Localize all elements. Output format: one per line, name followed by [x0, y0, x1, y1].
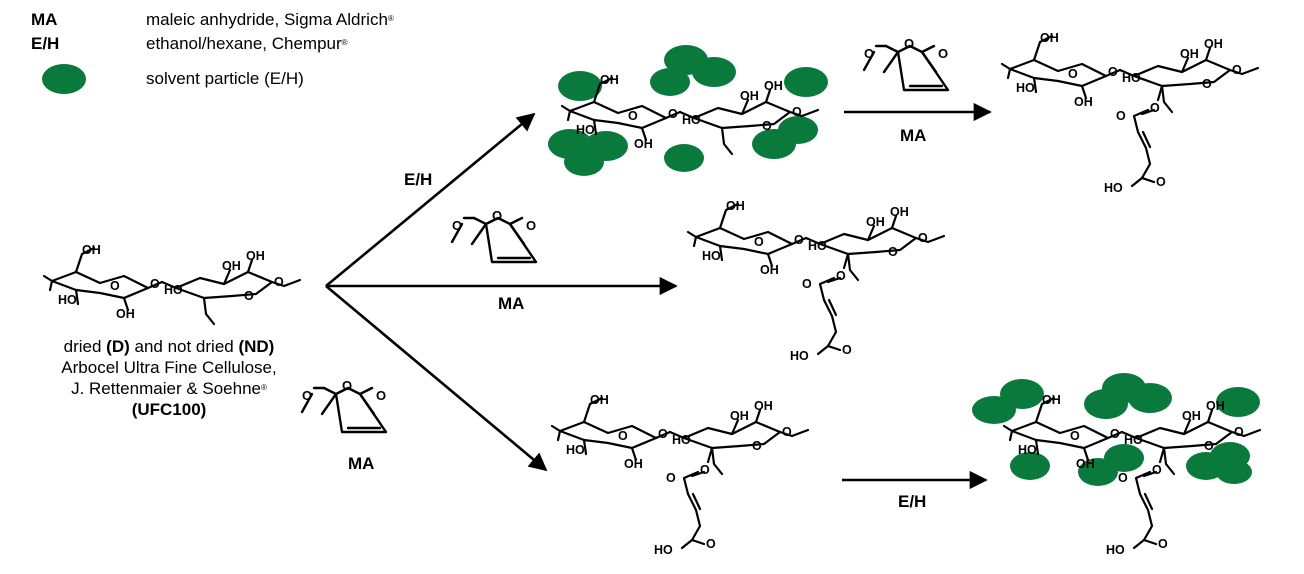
- legend-key-ma: MA: [31, 10, 58, 29]
- solvent-particles-upper: [548, 45, 828, 176]
- arrow-label-lower-ma: MA: [348, 454, 375, 473]
- cellulose-upper-product: [1000, 29, 1260, 114]
- cellulose-middle-product: [686, 197, 946, 282]
- arrow-label-middle-ma: MA: [498, 294, 525, 313]
- maleic-anhydride-middle: [450, 206, 538, 264]
- arrow-upper: [325, 112, 536, 288]
- ester-chain-middle: [788, 252, 854, 365]
- maleic-anhydride-upper: [862, 34, 950, 92]
- arrow-label-upper-eh: E/H: [404, 170, 433, 189]
- legend-desc-ma: maleic anhydride, Sigma Aldrich®: [146, 10, 394, 29]
- arrow-label-upper-ma: MA: [900, 126, 927, 145]
- maleic-anhydride-lower: [300, 376, 388, 434]
- arrow-lower: [325, 285, 548, 472]
- ester-chain-upper: [1102, 84, 1168, 197]
- start-cellulose-structure: [42, 241, 302, 326]
- start-material-caption: dried (D) and not dried (ND) Arbocel Ult…: [61, 337, 277, 419]
- solvent-particles-lower: [972, 373, 1260, 486]
- legend-desc-eh: ethanol/hexane, Chempur®: [146, 34, 348, 53]
- legend-desc-particle: solvent particle (E/H): [146, 69, 304, 88]
- legend-key-eh: E/H: [31, 34, 60, 53]
- ester-chain-lower-intermediate: [652, 446, 718, 559]
- arrow-label-lower-eh: E/H: [898, 492, 927, 511]
- legend-particle-icon: [42, 64, 86, 94]
- cellulose-lower-intermediate: [550, 391, 810, 476]
